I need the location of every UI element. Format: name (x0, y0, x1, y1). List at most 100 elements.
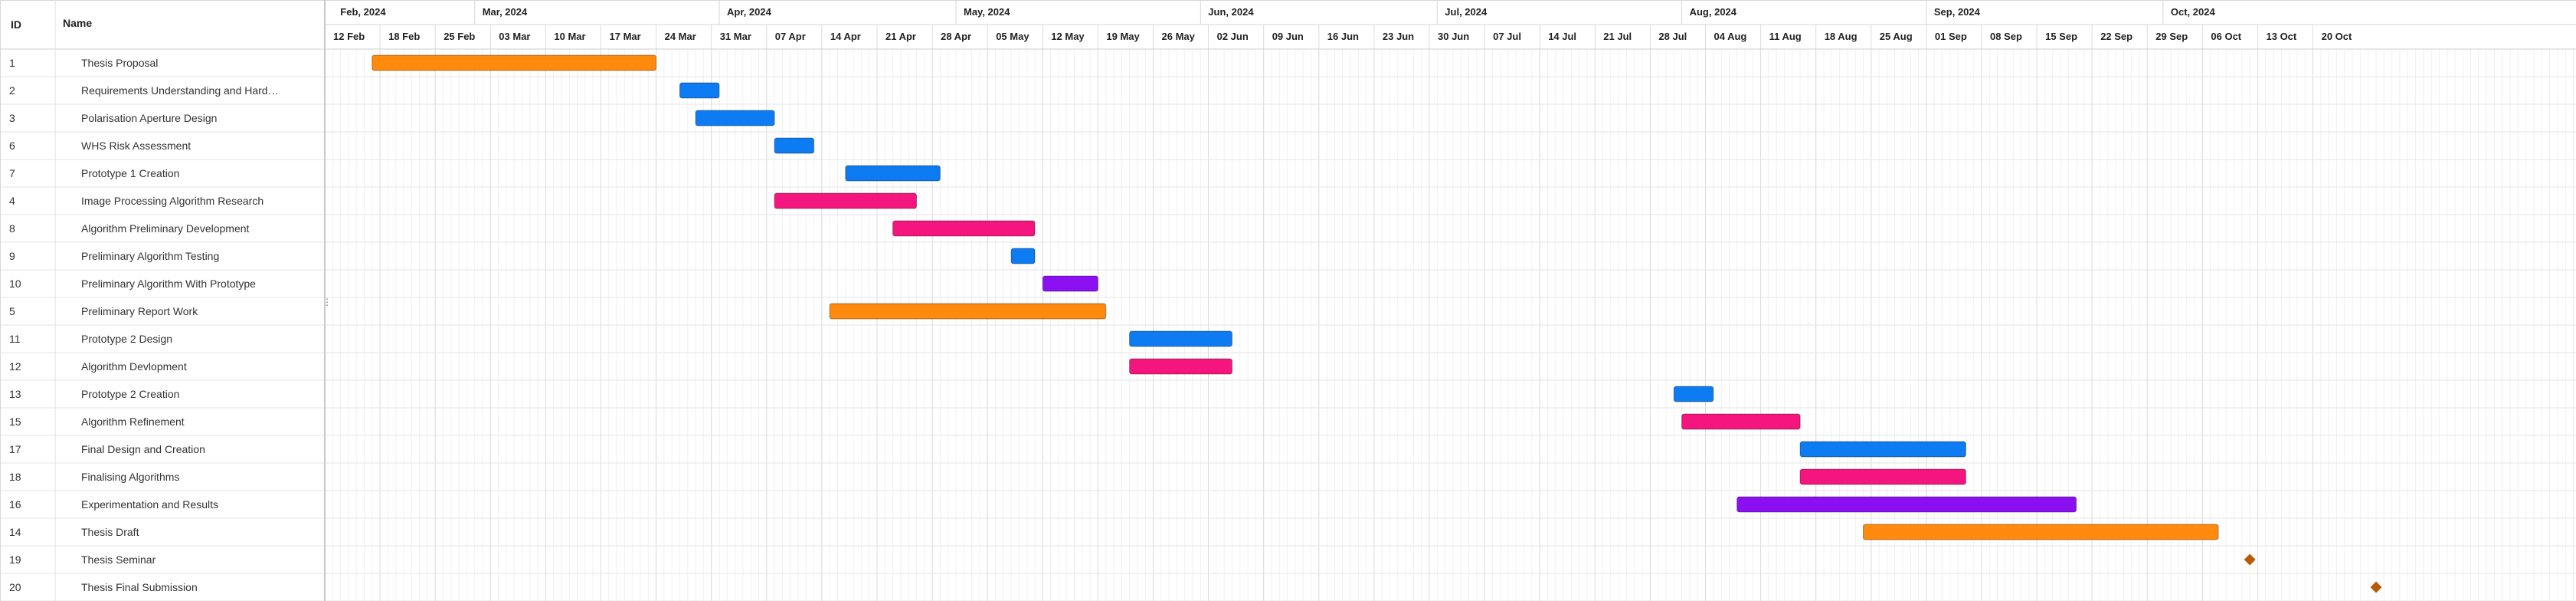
week-label: 14 Apr (830, 31, 861, 42)
task-id: 2 (9, 84, 15, 97)
week-label: 14 Jul (1548, 31, 1576, 42)
week-label: 12 Feb (333, 31, 365, 42)
task-bar[interactable] (774, 192, 917, 209)
week-label: 28 Apr (941, 31, 971, 42)
week-label: 26 May (1162, 31, 1196, 42)
task-id: 8 (9, 222, 15, 235)
task-name: Requirements Understanding and Hard… (81, 84, 279, 97)
task-id: 3 (9, 112, 15, 124)
task-bar[interactable] (1129, 358, 1232, 375)
task-bar[interactable] (774, 137, 815, 154)
task-id: 19 (9, 553, 21, 566)
task-bar[interactable] (845, 165, 941, 182)
task-bar[interactable] (679, 82, 720, 99)
task-id: 6 (9, 140, 15, 152)
task-id: 20 (9, 581, 21, 593)
task-id: 10 (9, 278, 21, 290)
task-name: Experimentation and Results (81, 498, 218, 511)
week-label: 15 Sep (2045, 31, 2077, 42)
task-name: Prototype 1 Creation (81, 167, 179, 179)
week-label: 21 Apr (885, 31, 916, 42)
week-label: 24 Mar (665, 31, 696, 42)
task-bar[interactable] (372, 54, 657, 71)
task-name: Thesis Seminar (81, 553, 156, 566)
task-name: Image Processing Algorithm Research (81, 195, 263, 207)
week-label: 08 Sep (1990, 31, 2022, 42)
task-name: Algorithm Devlopment (81, 360, 187, 373)
week-label: 12 May (1051, 31, 1085, 42)
task-id: 7 (9, 167, 15, 179)
month-label: Jun, 2024 (1208, 6, 1254, 18)
task-name: Algorithm Preliminary Development (81, 222, 250, 235)
week-label: 23 Jun (1383, 31, 1414, 42)
task-name: Thesis Final Submission (81, 581, 198, 593)
week-label: 30 Jun (1438, 31, 1469, 42)
task-name: Polarisation Aperture Design (81, 112, 217, 124)
task-name: Preliminary Algorithm With Prototype (81, 278, 256, 290)
name-column-header: Name (63, 17, 92, 29)
task-bar[interactable] (1863, 524, 2219, 540)
task-name: Prototype 2 Design (81, 333, 172, 345)
task-id: 16 (9, 498, 21, 511)
task-id: 18 (9, 471, 21, 483)
id-column-header: ID (11, 18, 21, 31)
task-id: 9 (9, 250, 15, 262)
task-id: 1 (9, 57, 15, 69)
task-bar[interactable] (1129, 330, 1232, 347)
task-id: 4 (9, 195, 15, 207)
week-label: 29 Sep (2155, 31, 2188, 42)
week-label: 03 Mar (499, 31, 530, 42)
week-label: 25 Aug (1880, 31, 1913, 42)
week-label: 22 Sep (2100, 31, 2132, 42)
task-name: Algorithm Refinement (81, 415, 185, 428)
week-label: 07 Apr (775, 31, 806, 42)
task-bar[interactable] (1042, 275, 1098, 292)
month-label: Feb, 2024 (340, 6, 386, 18)
task-id: 5 (9, 305, 15, 317)
task-bar[interactable] (695, 110, 775, 126)
task-bar[interactable] (829, 303, 1107, 320)
task-name: Prototype 2 Creation (81, 388, 179, 400)
task-id: 13 (9, 388, 21, 400)
task-name: Finalising Algorithms (81, 471, 179, 483)
task-name: Preliminary Algorithm Testing (81, 250, 219, 262)
week-label: 13 Oct (2267, 31, 2297, 42)
week-label: 21 Jul (1603, 31, 1632, 42)
week-label: 17 Mar (610, 31, 641, 42)
milestone-diamond[interactable] (2370, 581, 2382, 593)
week-label: 09 Jun (1272, 31, 1304, 42)
month-label: Sep, 2024 (1934, 6, 1981, 18)
month-label: Jul, 2024 (1445, 6, 1488, 18)
task-bar[interactable] (892, 220, 1036, 237)
week-label: 28 Jul (1658, 31, 1687, 42)
pane-resize-handle[interactable]: ⋮ (322, 297, 332, 307)
task-bar[interactable] (1736, 496, 2077, 513)
task-id: 11 (9, 333, 21, 345)
week-label: 20 Oct (2322, 31, 2352, 42)
milestone-diamond[interactable] (2244, 553, 2256, 566)
week-label: 19 May (1106, 31, 1140, 42)
week-label: 07 Jul (1493, 31, 1521, 42)
month-label: Apr, 2024 (727, 6, 772, 18)
week-label: 18 Feb (388, 31, 420, 42)
task-id: 12 (9, 360, 21, 373)
week-label: 18 Aug (1825, 31, 1858, 42)
task-bar[interactable] (1681, 413, 1801, 430)
week-label: 02 Jun (1217, 31, 1249, 42)
week-label: 31 Mar (720, 31, 751, 42)
task-name: WHS Risk Assessment (81, 140, 191, 152)
task-name: Final Design and Creation (81, 443, 205, 455)
week-label: 25 Feb (444, 31, 475, 42)
week-label: 10 Mar (554, 31, 585, 42)
task-id: 17 (9, 443, 21, 455)
week-label: 01 Sep (1935, 31, 1967, 42)
month-label: May, 2024 (964, 6, 1010, 18)
task-bar[interactable] (1799, 468, 1966, 485)
task-bar[interactable] (1010, 248, 1036, 264)
month-label: Mar, 2024 (483, 6, 528, 18)
month-label: Oct, 2024 (2171, 6, 2216, 18)
week-label: 16 Jun (1327, 31, 1359, 42)
task-bar[interactable] (1673, 386, 1714, 402)
task-bar[interactable] (1799, 441, 1966, 458)
